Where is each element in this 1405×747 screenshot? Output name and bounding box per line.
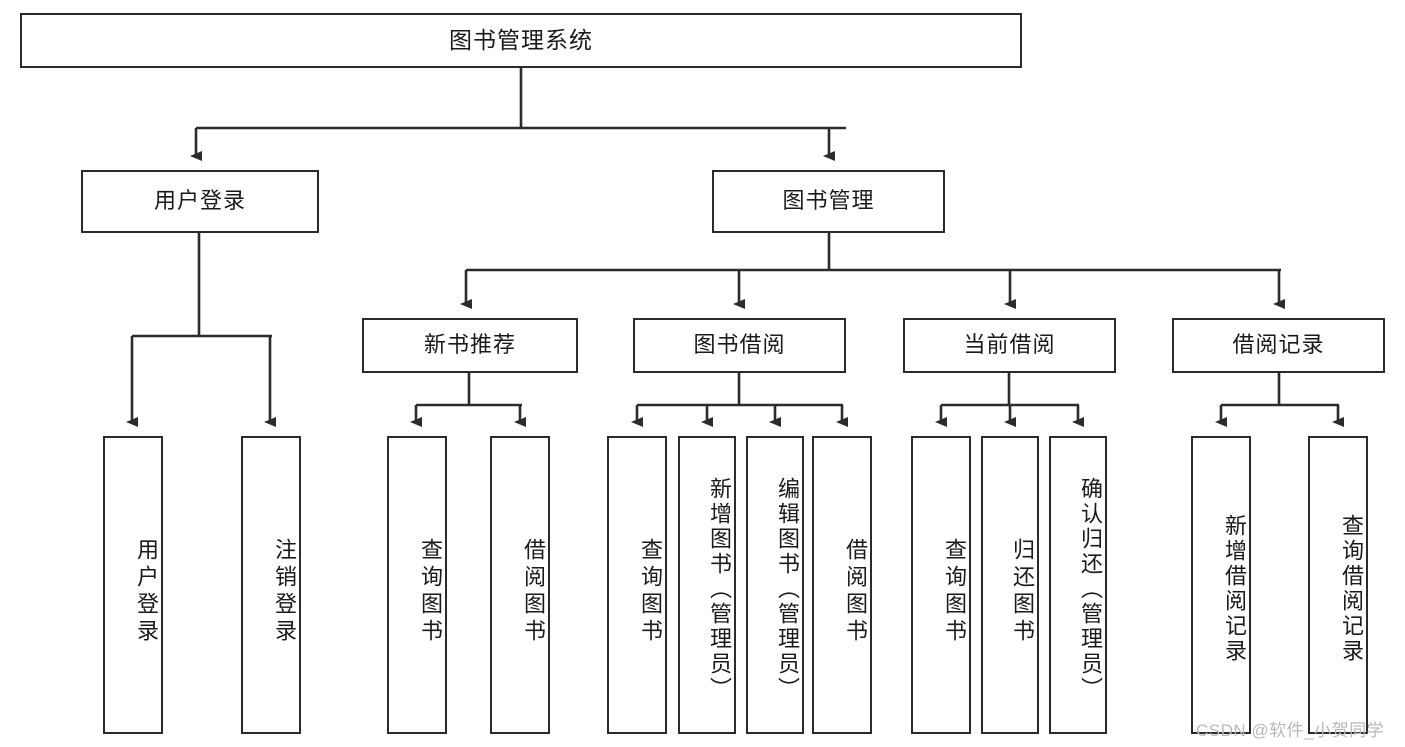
node-leaf-add-borrow-record[interactable]: 新增借阅记录 xyxy=(1191,436,1251,734)
node-current-borrow[interactable]: 当前借阅 xyxy=(903,318,1116,373)
node-leaf-borrow-book-recommend[interactable]: 借阅图书 xyxy=(490,436,550,734)
node-leaf-query-book-current[interactable]: 查询图书 xyxy=(911,436,971,734)
node-leaf-return-book[interactable]: 归还图书 xyxy=(981,436,1039,734)
node-leaf-user-login[interactable]: 用户登录 xyxy=(103,436,163,734)
watermark-text: CSDN @软件_小贺同学 xyxy=(1196,721,1385,740)
node-leaf-confirm-return[interactable]: 确认归还（管理员） xyxy=(1049,436,1107,734)
node-leaf-query-borrow-record[interactable]: 查询借阅记录 xyxy=(1308,436,1368,734)
node-leaf-user-logout[interactable]: 注销登录 xyxy=(241,436,301,734)
node-root-system[interactable]: 图书管理系统 xyxy=(20,13,1022,68)
node-new-book-recommend[interactable]: 新书推荐 xyxy=(362,318,578,373)
node-book-borrow[interactable]: 图书借阅 xyxy=(633,318,846,373)
node-user-login[interactable]: 用户登录 xyxy=(81,170,319,233)
node-leaf-borrow-book-borrow[interactable]: 借阅图书 xyxy=(812,436,872,734)
node-book-management[interactable]: 图书管理 xyxy=(712,170,945,233)
node-leaf-add-book[interactable]: 新增图书（管理员） xyxy=(678,436,736,734)
node-leaf-query-book-recommend[interactable]: 查询图书 xyxy=(387,436,447,734)
node-leaf-edit-book[interactable]: 编辑图书（管理员） xyxy=(746,436,804,734)
node-borrow-record[interactable]: 借阅记录 xyxy=(1172,318,1385,373)
node-leaf-query-book-borrow[interactable]: 查询图书 xyxy=(607,436,667,734)
